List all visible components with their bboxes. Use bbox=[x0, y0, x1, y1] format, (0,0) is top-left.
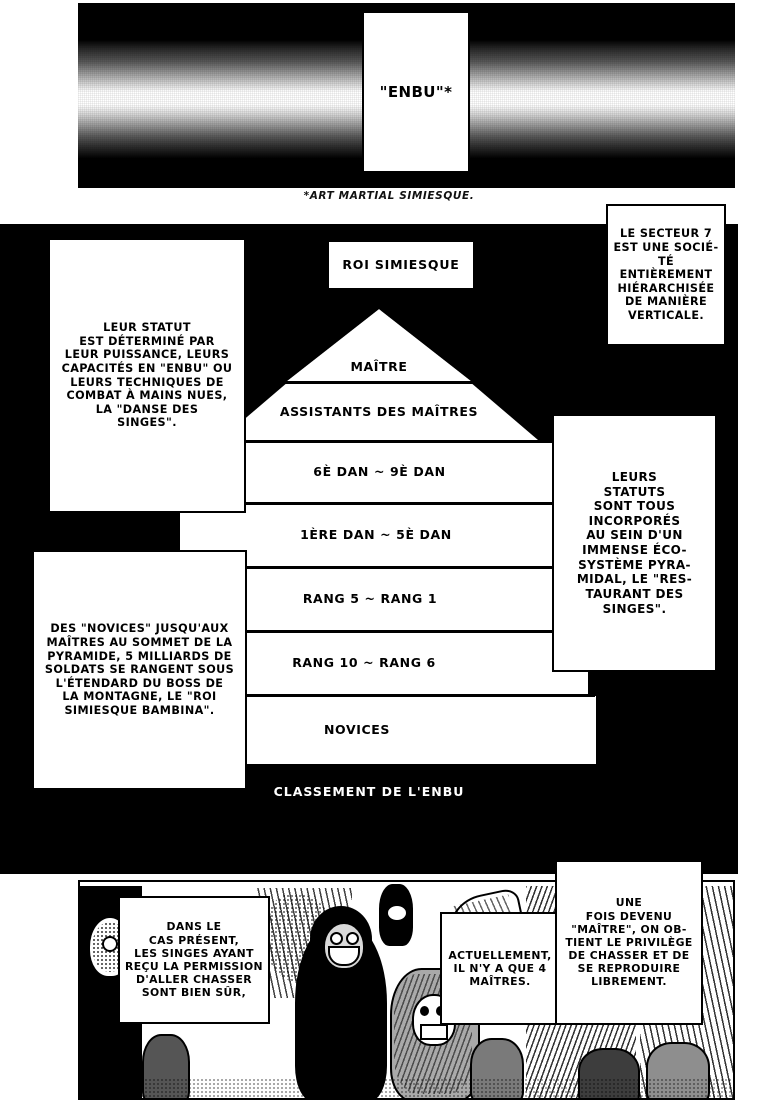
panel-caption: CLASSEMENT DE L'ENBU bbox=[273, 784, 465, 799]
tier-separator bbox=[141, 630, 587, 633]
skull-eye-left bbox=[420, 1006, 429, 1016]
ape-eye-center-right bbox=[346, 932, 359, 945]
bubble-text: UNE FOIS DEVENU "MAÎTRE", ON OB- TIENT L… bbox=[565, 896, 693, 989]
bubble-leur-statut: LEUR STATUT EST DÉTERMINÉ PAR LEUR PUISS… bbox=[48, 238, 246, 513]
bubble-text: ACTUELLEMENT, IL N'Y A QUE 4 MAÎTRES. bbox=[448, 948, 552, 989]
tier-separator bbox=[181, 502, 571, 505]
crowd-ape-4 bbox=[646, 1042, 710, 1098]
bubble-des-novices: DES "NOVICES" JUSQU'AUX MAÎTRES AU SOMME… bbox=[32, 550, 247, 790]
bubble-text: LEUR STATUT EST DÉTERMINÉ PAR LEUR PUISS… bbox=[61, 320, 233, 430]
title-card: "ENBU"* bbox=[362, 11, 470, 173]
ape-eye-left bbox=[102, 936, 118, 952]
bubble-text: DES "NOVICES" JUSQU'AUX MAÎTRES AU SOMME… bbox=[44, 622, 235, 718]
pyramid-tier-6e-9e-dan: 6È DAN ~ 9È DAN bbox=[192, 442, 567, 502]
bubble-secteur-7: LE SECTEUR 7 EST UNE SOCIÉ- TÉ ENTIÈREME… bbox=[606, 204, 726, 346]
crowd-ape-1 bbox=[142, 1034, 190, 1098]
pyramid-tier-label: MAÎTRE bbox=[350, 359, 408, 375]
pyramid-tier-label: ASSISTANTS DES MAÎTRES bbox=[279, 403, 479, 419]
bubble-text: LEURS STATUTS SONT TOUS INCORPORÉS AU SE… bbox=[576, 469, 693, 616]
bubble-text: LE SECTEUR 7 EST UNE SOCIÉ- TÉ ENTIÈREME… bbox=[613, 227, 719, 323]
title-card-text: "ENBU"* bbox=[379, 82, 453, 101]
tier-separator bbox=[221, 381, 537, 384]
tier-separator bbox=[161, 566, 579, 569]
bubble-roi-simiesque: ROI SIMIESQUE bbox=[327, 240, 475, 290]
skull-mouth bbox=[420, 1024, 448, 1040]
bubble-text: DANS LE CAS PRÉSENT, LES SINGES AYANT RE… bbox=[125, 920, 263, 1000]
tier-separator bbox=[193, 440, 566, 443]
crowd-ape-3 bbox=[578, 1048, 640, 1098]
ape-leaping-mouth bbox=[386, 904, 408, 922]
pyramid-tier-label: 6È DAN ~ 9È DAN bbox=[313, 464, 446, 480]
ape-mouth-center bbox=[328, 946, 360, 966]
tier-separator bbox=[119, 694, 595, 697]
pyramid-tier-assistants: ASSISTANTS DES MAÎTRES bbox=[220, 383, 538, 440]
footnote-text: *ART MARTIAL SIMIESQUE. bbox=[303, 190, 475, 202]
bubble-ecosysteme-pyramidal: LEURS STATUTS SONT TOUS INCORPORÉS AU SE… bbox=[552, 414, 717, 672]
bubble-privilege-maitre: UNE FOIS DEVENU "MAÎTRE", ON OB- TIENT L… bbox=[555, 860, 703, 1025]
pyramid-tier-label: RANG 10 ~ RANG 6 bbox=[292, 655, 436, 671]
crowd-ape-2 bbox=[470, 1038, 524, 1098]
ape-eye-center-left bbox=[330, 932, 343, 945]
ape-torso-shading bbox=[302, 990, 374, 1056]
bubble-actuellement: ACTUELLEMENT, IL N'Y A QUE 4 MAÎTRES. bbox=[440, 912, 560, 1025]
bubble-text: ROI SIMIESQUE bbox=[342, 257, 460, 273]
bubble-dans-le-cas-present: DANS LE CAS PRÉSENT, LES SINGES AYANT RE… bbox=[118, 896, 270, 1024]
pyramid-tier-label: RANG 5 ~ RANG 1 bbox=[302, 591, 438, 607]
pyramid-tier-label: 1ÈRE DAN ~ 5È DAN bbox=[300, 527, 452, 543]
pyramid-tier-label: NOVICES bbox=[324, 722, 390, 738]
pyramid-tier-maitre: MAÎTRE bbox=[287, 309, 471, 381]
ground-texture bbox=[80, 1078, 733, 1098]
